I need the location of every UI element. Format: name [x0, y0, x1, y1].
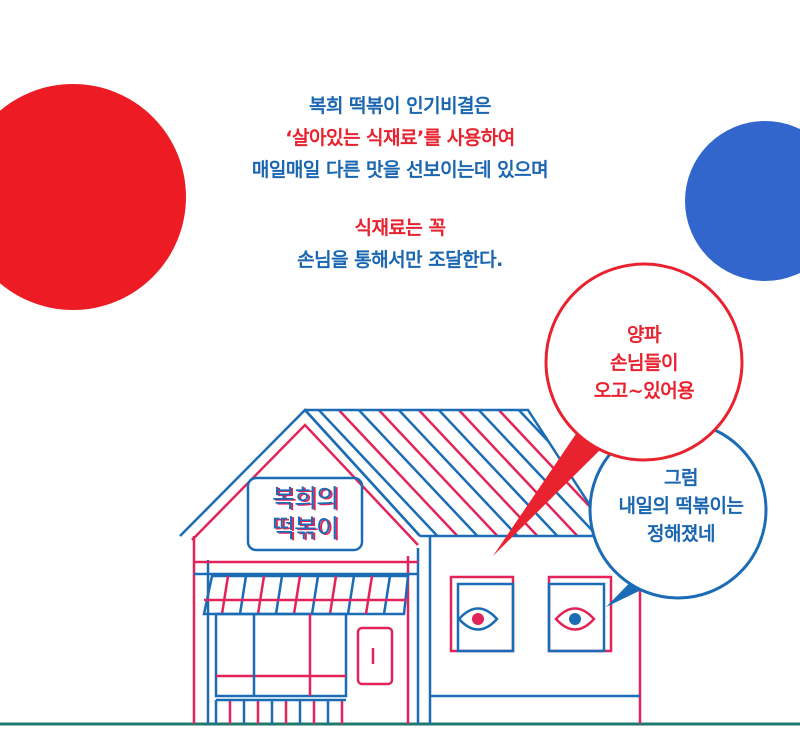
red-bubble-line-1: 양파: [627, 324, 661, 346]
blue-bubble-line-1: 그럼: [664, 467, 698, 489]
blue-bubble-line-2: 내일의 떡볶이는: [618, 495, 744, 517]
intro-line-3: 매일매일 다른 맛을 선보이는데 있으며: [251, 159, 549, 181]
red-speech-bubble: [493, 262, 744, 556]
intro-line-2: ‘살아있는 식재료’를 사용하여: [285, 127, 515, 149]
red-circle: [0, 84, 186, 310]
intro-line-1: 복희 떡볶이 인기비결은: [308, 95, 492, 117]
sign-line-2: 떡볶이: [271, 514, 339, 543]
red-bubble-line-3: 오고~있어용: [593, 380, 695, 402]
blue-bubble-line-3: 정해졌네: [647, 523, 715, 545]
blue-bubble-text: 그럼 내일의 떡볶이는 정해졌네: [596, 464, 766, 548]
shop-sign: [246, 476, 364, 552]
red-bubble-text: 양파 손님들이 오고~있어용: [554, 321, 734, 405]
intro-line-4: 식재료는 꼭: [354, 217, 446, 239]
shop-sign-text: 복희의 떡볶이: [250, 484, 360, 544]
intro-line-5: 손님을 통해서만 조달한다.: [297, 249, 503, 271]
sign-line-1: 복희의: [271, 484, 339, 513]
red-bubble-line-2: 손님들이: [610, 352, 678, 374]
blue-circle: [685, 121, 800, 281]
left-eye-icon: [457, 607, 499, 631]
right-eye-icon: [554, 607, 596, 631]
